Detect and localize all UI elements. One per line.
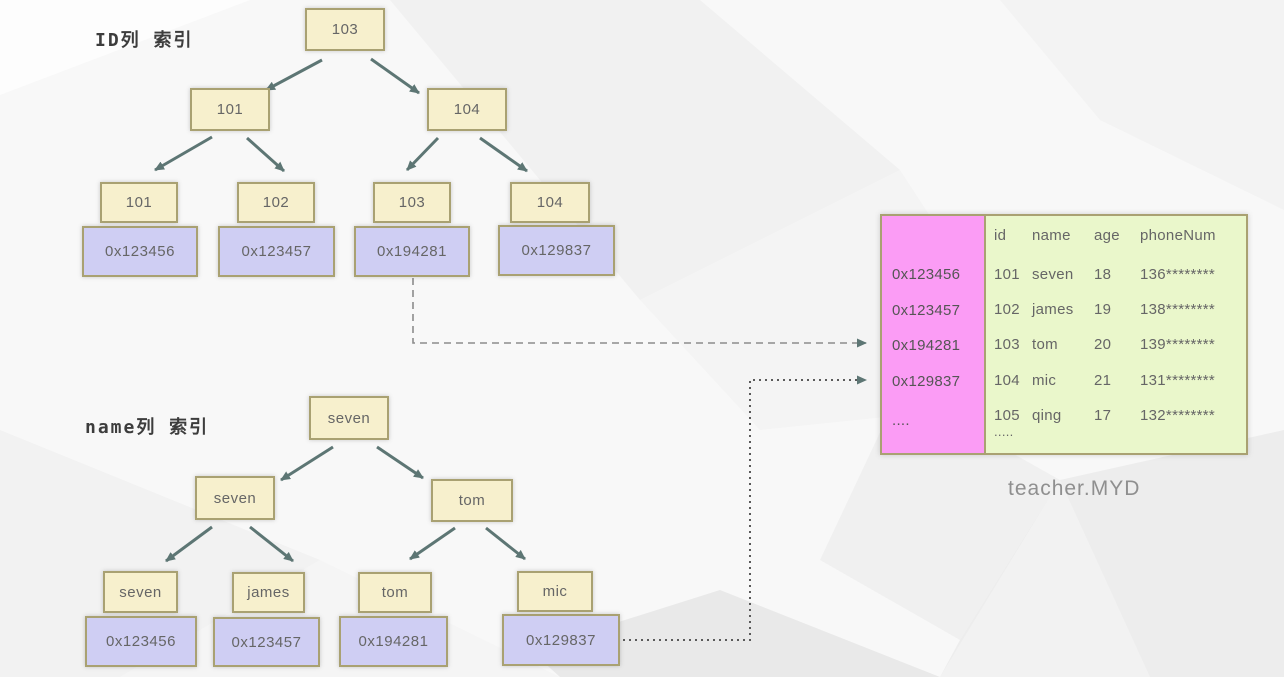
id-leaf-key: 101 bbox=[100, 182, 178, 223]
name-leaf-address: 0x194281 bbox=[339, 616, 448, 667]
id-leaf-address: 0x123457 bbox=[218, 226, 335, 277]
record-address: 0x123456 bbox=[892, 266, 961, 283]
table-row: 105 qing 17 132******** bbox=[994, 407, 1244, 424]
name-leaf-address: 0x129837 bbox=[502, 614, 620, 666]
id-tree-branch-node: 101 bbox=[190, 88, 270, 131]
id-leaf-address: 0x123456 bbox=[82, 226, 198, 277]
cell-age: 17 bbox=[1094, 407, 1112, 424]
record-address: 0x129837 bbox=[892, 373, 961, 390]
cell-phone: 138******** bbox=[1140, 301, 1216, 318]
table-row: 103 tom 20 139******** bbox=[994, 336, 1244, 353]
name-tree-branch-node: seven bbox=[195, 476, 275, 520]
table-row: 104 mic 21 131******** bbox=[994, 372, 1244, 389]
cell-age: 21 bbox=[1094, 372, 1112, 389]
cell-name: tom bbox=[1032, 336, 1058, 353]
dashed-pointer-0x194281 bbox=[412, 278, 867, 348]
column-header-name: name bbox=[1032, 227, 1071, 244]
name-leaf-address: 0x123457 bbox=[213, 617, 320, 667]
name-leaf-key: james bbox=[232, 572, 305, 613]
cell-id: 101 bbox=[994, 266, 1020, 283]
table-row: 102 james 19 138******** bbox=[994, 301, 1244, 318]
cell-id: 102 bbox=[994, 301, 1020, 318]
table-ellipsis: ..... bbox=[994, 424, 1014, 439]
dotted-pointer-0x129837 bbox=[623, 375, 867, 641]
id-leaf-address: 0x194281 bbox=[354, 226, 470, 277]
id-tree-root-node: 103 bbox=[305, 8, 385, 51]
table-header-row: id name age phoneNum bbox=[994, 227, 1244, 244]
record-address-column: 0x123456 0x123457 0x194281 0x129837 .... bbox=[882, 216, 986, 453]
record-address: 0x123457 bbox=[892, 302, 961, 319]
cell-id: 104 bbox=[994, 372, 1020, 389]
cell-name: mic bbox=[1032, 372, 1057, 389]
id-tree-branch-node: 104 bbox=[427, 88, 507, 131]
id-leaf-key: 104 bbox=[510, 182, 590, 223]
cell-name: qing bbox=[1032, 407, 1062, 424]
cell-age: 20 bbox=[1094, 336, 1112, 353]
column-header-age: age bbox=[1094, 227, 1120, 244]
cell-phone: 139******** bbox=[1140, 336, 1216, 353]
column-header-id: id bbox=[994, 227, 1007, 244]
column-header-phonenum: phoneNum bbox=[1140, 227, 1216, 244]
cell-name: seven bbox=[1032, 266, 1074, 283]
name-tree-root-node: seven bbox=[309, 396, 389, 440]
cell-name: james bbox=[1032, 301, 1074, 318]
name-leaf-key: seven bbox=[103, 571, 178, 613]
cell-phone: 131******** bbox=[1140, 372, 1216, 389]
data-file-caption: teacher.MYD bbox=[1008, 477, 1141, 500]
id-leaf-address: 0x129837 bbox=[498, 225, 615, 276]
cell-phone: 132******** bbox=[1140, 407, 1216, 424]
id-leaf-key: 103 bbox=[373, 182, 451, 223]
cell-age: 19 bbox=[1094, 301, 1112, 318]
id-leaf-key: 102 bbox=[237, 182, 315, 223]
record-address-ellipsis: .... bbox=[892, 412, 910, 429]
cell-age: 18 bbox=[1094, 266, 1112, 283]
name-leaf-key: tom bbox=[358, 572, 432, 613]
cell-id: 105 bbox=[994, 407, 1020, 424]
table-row: 101 seven 18 136******** bbox=[994, 266, 1244, 283]
name-leaf-key: mic bbox=[517, 571, 593, 612]
id-index-label: ID列 索引 bbox=[95, 30, 194, 51]
name-index-label: name列 索引 bbox=[85, 417, 210, 438]
record-data-area: id name age phoneNum 101 seven 18 136***… bbox=[986, 216, 1246, 453]
name-leaf-address: 0x123456 bbox=[85, 616, 197, 667]
record-address: 0x194281 bbox=[892, 337, 961, 354]
cell-id: 103 bbox=[994, 336, 1020, 353]
name-tree-branch-node: tom bbox=[431, 479, 513, 522]
data-file-table: 0x123456 0x123457 0x194281 0x129837 ....… bbox=[880, 214, 1248, 455]
cell-phone: 136******** bbox=[1140, 266, 1216, 283]
